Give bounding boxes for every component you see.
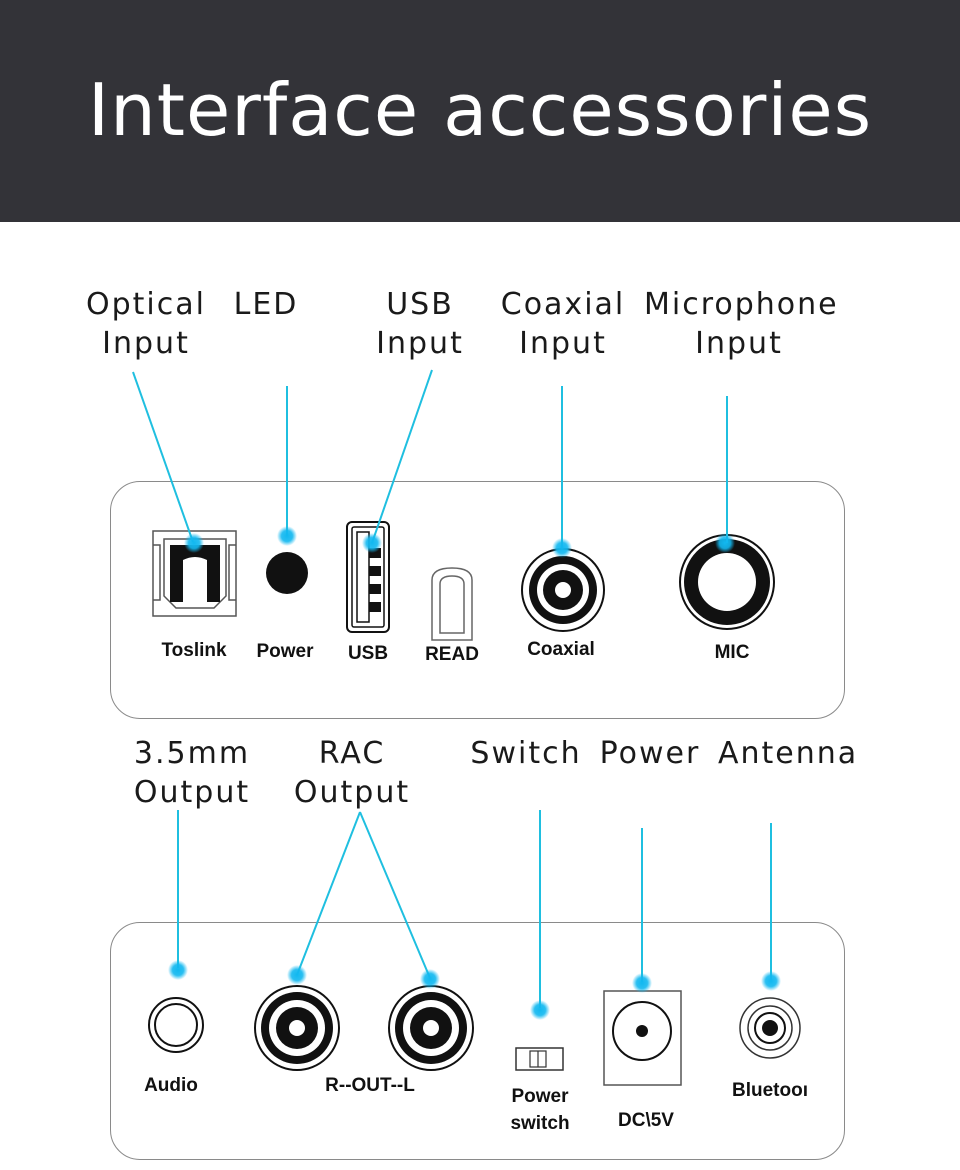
callout-power: Power bbox=[599, 736, 701, 771]
callout-rac-output: RAC Output bbox=[293, 736, 411, 810]
antenna-port-icon bbox=[739, 997, 801, 1059]
callout-optical-input: Optical Input bbox=[86, 287, 206, 361]
coaxial-port-icon bbox=[521, 548, 605, 632]
rout-l-label: R--OUT--L bbox=[325, 1075, 415, 1096]
coaxial-label: Coaxial bbox=[527, 639, 595, 660]
callout-antenna: Antenna bbox=[718, 736, 859, 771]
rca-right-port-icon bbox=[254, 985, 340, 1071]
optical-pointer-line bbox=[132, 371, 194, 543]
page-title: Interface accessories bbox=[87, 68, 873, 152]
callout-led: LED bbox=[233, 287, 299, 322]
dc-label: DC\5V bbox=[618, 1110, 674, 1131]
header-banner: Interface accessories bbox=[0, 0, 960, 222]
usb-label: USB bbox=[347, 643, 389, 664]
read-label: READ bbox=[425, 644, 479, 665]
audio-jack-icon bbox=[148, 997, 204, 1053]
power-switch-label-line1: Power bbox=[511, 1086, 569, 1107]
power-switch-icon bbox=[515, 1047, 564, 1071]
mic-port-icon bbox=[679, 534, 775, 630]
callout-microphone-input: Microphone Input bbox=[644, 287, 839, 361]
sd-card-slot-icon bbox=[431, 567, 473, 641]
dc-jack-icon bbox=[603, 990, 682, 1086]
rac-left-pointer-line bbox=[359, 811, 431, 979]
callout-switch: Switch bbox=[470, 736, 582, 771]
callout-usb-input: USB Input bbox=[376, 287, 464, 361]
power-led-icon bbox=[266, 552, 308, 594]
top-indicator-dots bbox=[184, 526, 735, 558]
mic-label: MIC bbox=[714, 642, 750, 663]
callout-3-5mm-output: 3.5mm Output bbox=[133, 736, 251, 810]
usb-pointer-line bbox=[371, 369, 433, 544]
rac-right-pointer-line bbox=[296, 811, 361, 976]
power-label: Power bbox=[256, 641, 314, 662]
rear-panel bbox=[110, 922, 845, 1160]
audio-label: Audio bbox=[144, 1075, 198, 1096]
callout-coaxial-input: Coaxial Input bbox=[500, 287, 626, 361]
toslink-label: Toslink bbox=[161, 640, 227, 661]
bluetooth-label: Bluetooı bbox=[732, 1080, 808, 1101]
rca-left-port-icon bbox=[388, 985, 474, 1071]
power-switch-label-line2: switch bbox=[510, 1113, 570, 1134]
bottom-indicator-dots bbox=[168, 960, 781, 1020]
